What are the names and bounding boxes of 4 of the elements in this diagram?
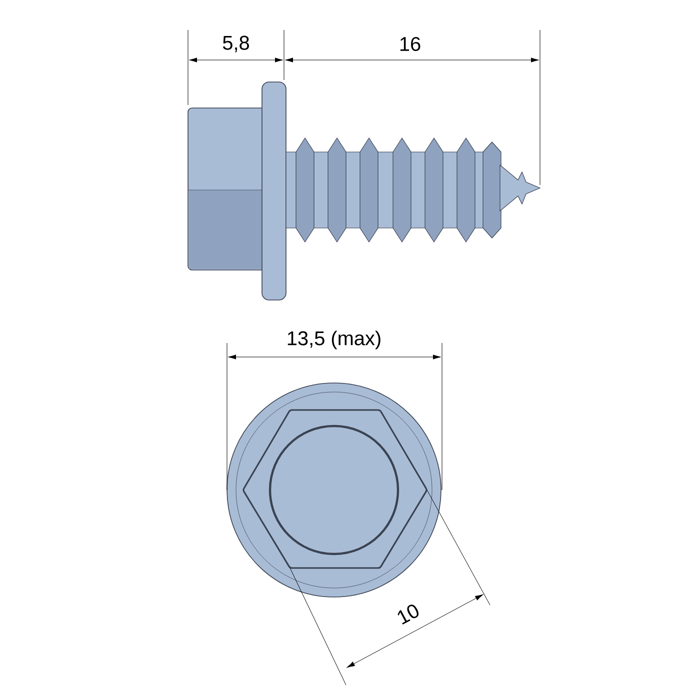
- dimension-label: 13,5 (max): [288, 330, 380, 350]
- dimension-label: 16: [400, 36, 420, 52]
- dimension-label: 10: [398, 604, 419, 625]
- dimension-label: 5,8: [222, 36, 249, 52]
